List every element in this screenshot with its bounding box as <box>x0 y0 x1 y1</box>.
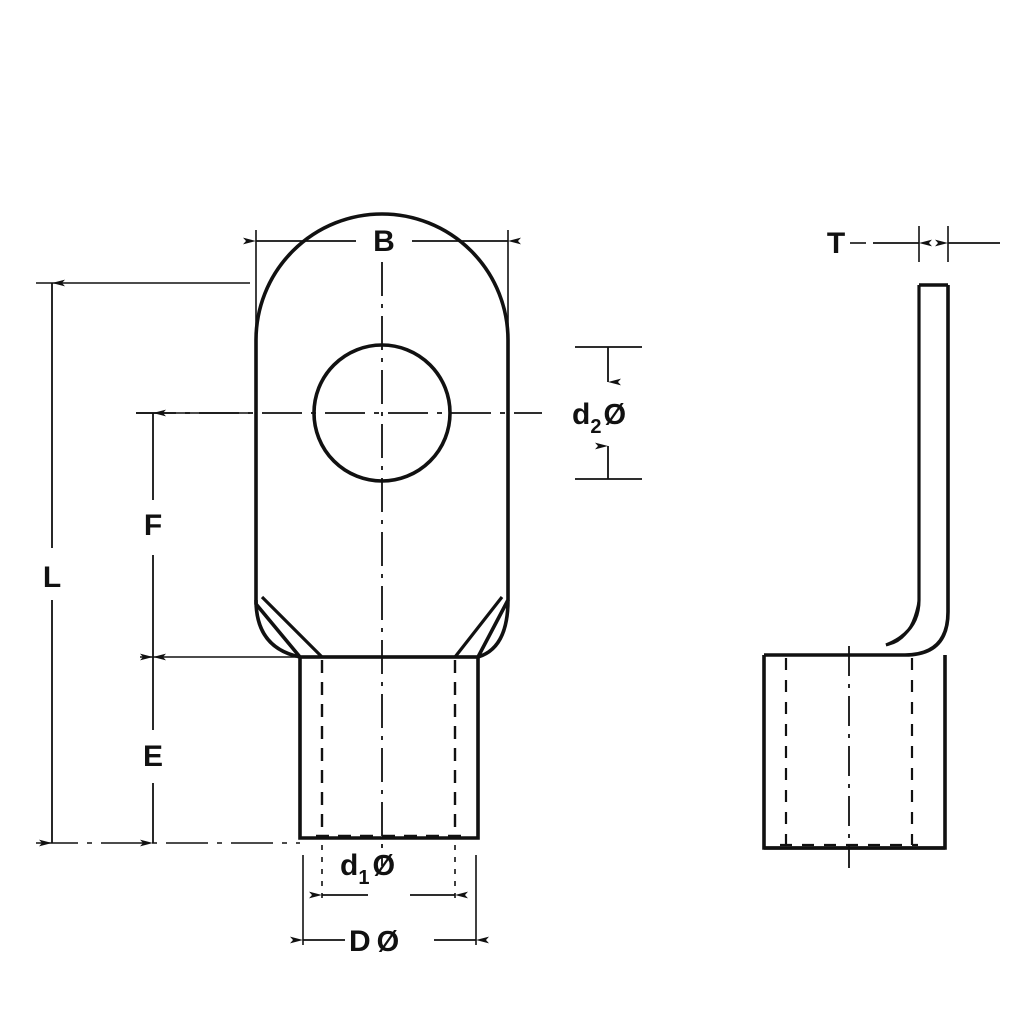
side-barrel-outline <box>762 655 947 850</box>
dimension-F: F <box>136 409 250 661</box>
dim-B-label: B <box>373 225 395 258</box>
diameter-symbol-icon: Ø <box>377 926 400 958</box>
barrel-outline <box>298 657 480 840</box>
side-view <box>762 283 950 868</box>
dim-d2-letter: d <box>572 398 590 431</box>
dimension-L: L <box>36 279 300 847</box>
dimension-E: E <box>140 653 296 847</box>
side-palm-bend-fillet <box>885 599 921 647</box>
diameter-symbol-icon: Ø <box>372 850 395 882</box>
dim-T-label: T <box>827 227 845 260</box>
chamfer-left <box>260 595 324 659</box>
dim-L-label: L <box>43 561 61 594</box>
side-palm-inner-edge <box>885 285 921 647</box>
dim-d2-subscript: 2 <box>590 416 601 438</box>
lug-ring-body-outline <box>254 212 510 659</box>
diameter-symbol-icon: Ø <box>603 399 626 431</box>
dimension-d2: d2Ø <box>572 346 642 480</box>
dim-d2-label: d2Ø <box>572 398 626 438</box>
dim-F-label: F <box>144 509 162 542</box>
ring-body-lower-right-radius <box>477 599 510 659</box>
front-view <box>136 212 542 866</box>
dim-d1-letter: d <box>340 849 358 882</box>
dim-E-label: E <box>143 740 163 773</box>
side-palm-outer-edge <box>764 285 950 657</box>
dimension-T: T <box>827 226 1000 262</box>
dim-D-letter: D <box>349 925 371 958</box>
chamfer-right <box>453 596 504 658</box>
dimension-B: B <box>243 225 521 430</box>
dim-d1-subscript: 1 <box>358 867 369 889</box>
ring-body-lower-left-radius <box>254 599 301 659</box>
